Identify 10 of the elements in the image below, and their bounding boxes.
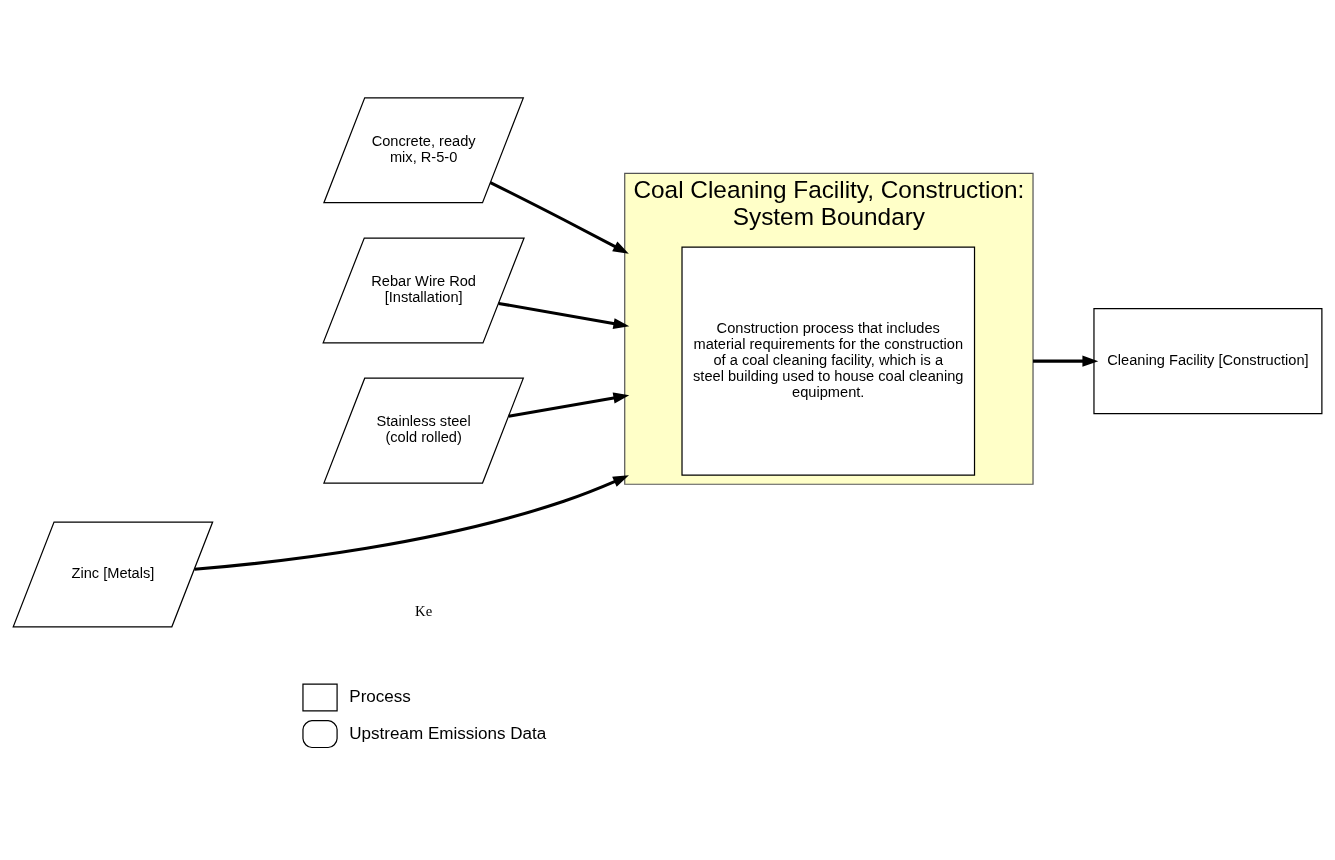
arrow: [1033, 355, 1099, 367]
label: Ke: [415, 602, 433, 619]
arrow: [194, 475, 629, 571]
arrow: [489, 181, 629, 254]
arrow: [508, 392, 630, 418]
node-box: Construction process that includes material requirements for the construction of a coal cleaning facility, which is a steel building used to house coal cleaning equipment.: [681, 246, 976, 476]
node-box: Cleaning Facility [Construction]: [1093, 308, 1323, 415]
legend-label: Process: [349, 687, 411, 707]
arrow: [498, 301, 630, 330]
legend-label: Upstream Emissions Data: [349, 723, 547, 743]
